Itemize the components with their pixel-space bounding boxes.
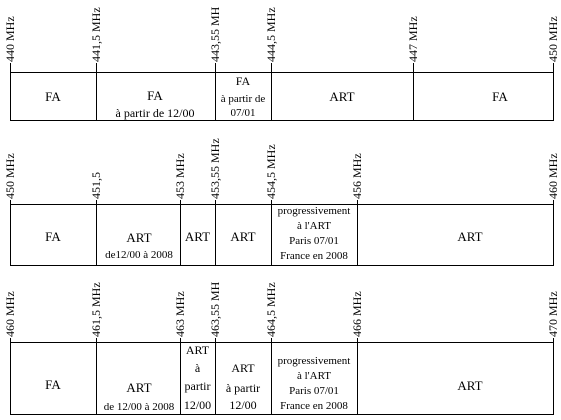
band-note: 07/01 (230, 107, 255, 119)
band-label: ART (186, 343, 210, 357)
frequency-label: 451,5 (89, 172, 103, 199)
band-label: ART (126, 380, 151, 395)
band-segment: ART (457, 229, 482, 244)
band-segment: ART de12/00 à 2008 (105, 230, 173, 261)
band-segment: FA (492, 89, 508, 104)
band-note: Paris 07/01 (289, 235, 339, 247)
band-note: à l'ART (297, 370, 331, 382)
band-segment: ART à partir 12/00 (184, 343, 211, 412)
band-note: France en 2008 (280, 250, 348, 262)
band-segment: ART (329, 89, 354, 104)
band-segment: FA (45, 89, 61, 104)
band-segment: ART (185, 229, 210, 244)
band-label: ART (231, 361, 255, 375)
band-segment: progressivement à l'ART Paris 07/01 Fran… (278, 205, 351, 262)
frequency-label: 440 MHz (3, 16, 17, 62)
band-note: France en 2008 (280, 400, 348, 412)
band-segment: progressivement à l'ART Paris 07/01 Fran… (278, 355, 351, 412)
band-note: Paris 07/01 (289, 385, 339, 397)
band-segment: ART (457, 378, 482, 393)
frequency-label: 464,5 MHz (264, 282, 278, 337)
frequency-label: 460 MHz (546, 153, 560, 199)
band-label: ART (230, 229, 255, 244)
band-segment: FA à partir de 07/01 (221, 74, 266, 119)
band-label: FA (45, 377, 61, 392)
band-label: FA (147, 88, 163, 103)
band-row-1: 440 MHz 441,5 MHz 443,55 MH 444,5 MHz 44… (3, 6, 560, 121)
band-label: ART (457, 378, 482, 393)
band-segment: ART de 12/00 à 2008 (104, 380, 175, 413)
frequency-label: 450 MHz (3, 153, 17, 199)
band-label: ART (185, 229, 210, 244)
band-note: 12/00 (229, 398, 256, 412)
band-label: FA (492, 89, 508, 104)
band-segment: ART à partir 12/00 (226, 361, 260, 412)
band-label: ART (126, 230, 151, 245)
frequency-label: 460 MHz (3, 291, 17, 337)
band-label: FA (45, 229, 61, 244)
band-note: à partir de 12/00 (116, 106, 195, 120)
frequency-label: 453 MHz (173, 153, 187, 199)
band-note: progressivement (278, 205, 351, 217)
band-segment: FA (45, 377, 61, 392)
frequency-label: 450 MHz (546, 16, 560, 62)
frequency-label: 441,5 MHz (89, 7, 103, 62)
frequency-label: 447 MHz (406, 16, 420, 62)
band-note: 12/00 (184, 398, 211, 412)
frequency-label: 443,55 MH (208, 6, 222, 62)
band-label: FA (45, 89, 61, 104)
band-box (10, 342, 554, 415)
band-note: de 12/00 à 2008 (104, 401, 175, 413)
frequency-label: 461,5 MHz (89, 282, 103, 337)
band-segment: FA à partir de 12/00 (116, 88, 195, 120)
band-note: progressivement (278, 355, 351, 367)
band-row-2: 450 MHz 451,5 453 MHz 453,55 MHz 454,5 M… (3, 138, 560, 266)
band-row-3: 460 MHz 461,5 MHz 463 MHz 463,55 MH 464,… (3, 281, 560, 415)
band-box (10, 72, 554, 121)
band-note: à l'ART (297, 220, 331, 232)
frequency-label: 463 MHz (173, 291, 187, 337)
band-note: partir (185, 379, 211, 393)
frequency-label: 463,55 MH (208, 281, 222, 337)
frequency-label: 453,55 MHz (208, 138, 222, 199)
band-note: à (195, 361, 201, 375)
band-note: à partir (226, 381, 260, 395)
band-label: ART (329, 89, 354, 104)
frequency-label: 470 MHz (546, 291, 560, 337)
band-box (10, 204, 554, 266)
frequency-label: 444,5 MHz (264, 7, 278, 62)
band-note: de12/00 à 2008 (105, 249, 173, 261)
band-segment: ART (230, 229, 255, 244)
band-segment: FA (45, 229, 61, 244)
band-note: à partir de (221, 93, 266, 105)
band-label: FA (236, 74, 251, 88)
frequency-label: 454,5 MHz (264, 144, 278, 199)
band-label: ART (457, 229, 482, 244)
frequency-label: 456 MHz (350, 153, 364, 199)
frequency-label: 466 MHz (350, 291, 364, 337)
